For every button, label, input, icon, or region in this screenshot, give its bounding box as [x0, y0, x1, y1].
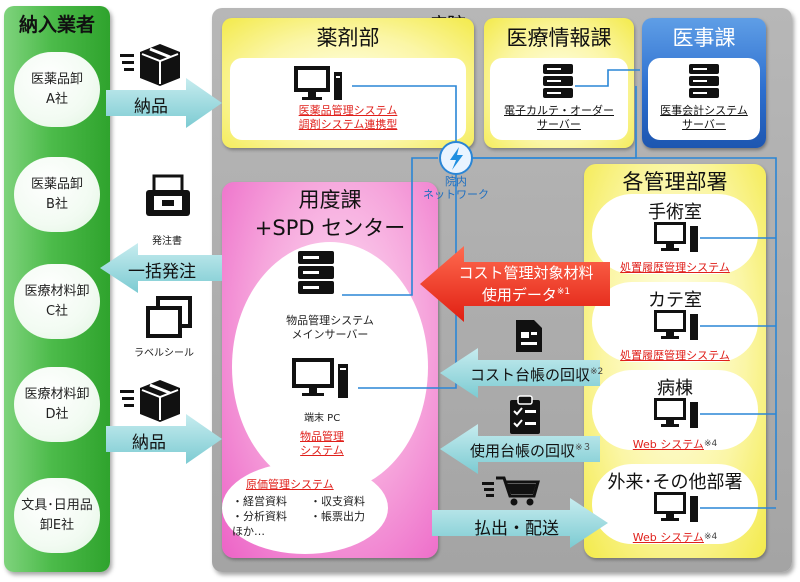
box-icon — [120, 44, 180, 86]
usage-ledger-text: 使用台帳の回収 — [470, 442, 576, 460]
cost-item: ・分析資料 — [232, 510, 287, 523]
cost-data-line2: 使用データ — [481, 286, 557, 304]
computer-icon — [654, 398, 698, 428]
medinfo-title: 医療情報課 — [506, 26, 612, 50]
bulk-order-arrow — [100, 243, 222, 293]
dept-name: 病棟 — [657, 378, 693, 399]
cost-data-note: ※1 — [556, 287, 571, 297]
cost-items: ・経営資料 ・収支資料 ・分析資料 ・帳票出力 ほか… — [232, 494, 382, 539]
spd-title-line2: +SPD センター — [254, 216, 406, 240]
server-icon — [298, 251, 334, 294]
cost-ledger-label: コスト台帳の回収※2 — [470, 364, 603, 385]
cost-item: ・収支資料 — [310, 495, 365, 508]
dept-note: ※4 — [703, 532, 718, 542]
usage-ledger-note: ※３ — [575, 443, 592, 453]
cost-ellipse — [222, 462, 388, 554]
network-label-line1: 院内 — [445, 175, 467, 188]
server-icon — [689, 64, 719, 98]
spd-server-line2: メインサーバー — [291, 328, 369, 341]
cart-icon — [482, 476, 540, 506]
delivery-arrow-top — [106, 78, 222, 128]
dept-system-row: 処置履歴管理システム — [592, 259, 758, 275]
dept-system-link[interactable]: Web システム — [632, 438, 704, 451]
box-icon — [120, 380, 180, 422]
dept-system-row: Web システム※4 — [592, 529, 758, 545]
pharmacy-card — [230, 58, 466, 140]
dept-system-link[interactable]: 処置履歴管理システム — [620, 261, 730, 274]
pharmacy-title: 薬剤部 — [316, 26, 380, 50]
spd-server-line1: 物品管理システム — [286, 314, 374, 327]
cost-more: ほか… — [232, 525, 265, 538]
computer-icon — [654, 492, 698, 522]
computer-icon — [654, 310, 698, 340]
pharmacy-system-link[interactable]: 医薬品管理システム — [298, 104, 398, 117]
server-icon — [543, 64, 573, 98]
spd-title-line1: 用度課 — [298, 188, 362, 212]
dispensing-system-link[interactable]: 調剤システム連携型 — [298, 118, 398, 131]
medaffairs-line2: サーバー — [682, 118, 726, 131]
medinfo-labels: 電子カルテ・オーダー サーバー — [490, 104, 628, 132]
goods-system-link[interactable]: システム — [300, 444, 344, 457]
delivery-label-1: 納品 — [134, 97, 168, 117]
pharmacy-links: 医薬品管理システム 調剤システム連携型 — [230, 104, 466, 132]
vendor-e: 文具･日用品卸E社 — [14, 478, 100, 553]
computer-icon — [294, 66, 342, 100]
dept-note: ※4 — [703, 439, 718, 449]
medaffairs-line1: 医事会計システム — [660, 104, 748, 117]
medaffairs-title: 医事課 — [672, 26, 736, 50]
usage-ledger-label: 使用台帳の回収※３ — [470, 440, 592, 461]
dept-system-link[interactable]: 処置履歴管理システム — [620, 349, 730, 362]
dept-name: カテ室 — [648, 290, 702, 311]
medaffairs-labels: 医事会計システム サーバー — [648, 104, 760, 132]
cost-item: ・帳票出力 — [310, 510, 365, 523]
order-doc-label: 発注書 — [152, 236, 182, 247]
fax-icon — [146, 174, 190, 216]
dispatch-arrow — [432, 498, 608, 548]
cost-data-arrow — [420, 246, 610, 322]
cost-ledger-text: コスト台帳の回収 — [470, 366, 591, 384]
usage-ledger-arrow — [440, 424, 600, 474]
cost-data-label: コスト管理対象材料 使用データ※1 — [446, 264, 606, 305]
spd-title: 用度課 +SPD センター — [222, 186, 438, 242]
computer-icon — [292, 358, 348, 398]
medinfo-line1: 電子カルテ・オーダー — [504, 104, 614, 117]
label-icon — [146, 296, 192, 338]
cost-item: ・経営資料 — [232, 495, 287, 508]
dept-name: 手術室 — [648, 202, 702, 223]
bulk-order-label: 一括発注 — [128, 262, 196, 282]
delivery-label-2: 納品 — [132, 433, 166, 453]
dept-name: 外来･その他部署 — [607, 472, 743, 493]
medinfo-line2: サーバー — [537, 118, 581, 131]
network-label-line2: ネットワーク — [423, 188, 489, 201]
spd-server-label: 物品管理システム メインサーバー — [232, 314, 428, 342]
vendor-title: 納入業者 — [18, 14, 95, 36]
spd-links: 物品管理 システム — [282, 430, 362, 458]
checklist-icon — [510, 395, 540, 434]
lightning-icon — [450, 147, 463, 170]
cost-system-link[interactable]: 原価管理システム — [246, 478, 334, 491]
dept-system-link[interactable]: Web システム — [632, 531, 704, 544]
cost-data-line1: コスト管理対象材料 — [458, 264, 594, 282]
dept-system-row: 処置履歴管理システム — [592, 347, 758, 363]
network-label: 院内 ネットワーク — [420, 175, 492, 201]
ledger-icon — [516, 320, 542, 352]
label-seal-label: ラベルシール — [134, 348, 194, 359]
goods-management-link[interactable]: 物品管理 — [300, 430, 344, 443]
delivery-arrow-bottom — [106, 414, 222, 464]
cost-ledger-arrow — [440, 348, 600, 398]
pc-label: 端末 PC — [304, 413, 341, 424]
dispatch-label: 払出・配送 — [474, 519, 559, 539]
cost-ledger-note: ※2 — [590, 367, 604, 377]
dept-system-row: Web システム※4 — [592, 436, 758, 452]
departments-title: 各管理部署 — [622, 170, 728, 194]
computer-icon — [654, 222, 698, 252]
